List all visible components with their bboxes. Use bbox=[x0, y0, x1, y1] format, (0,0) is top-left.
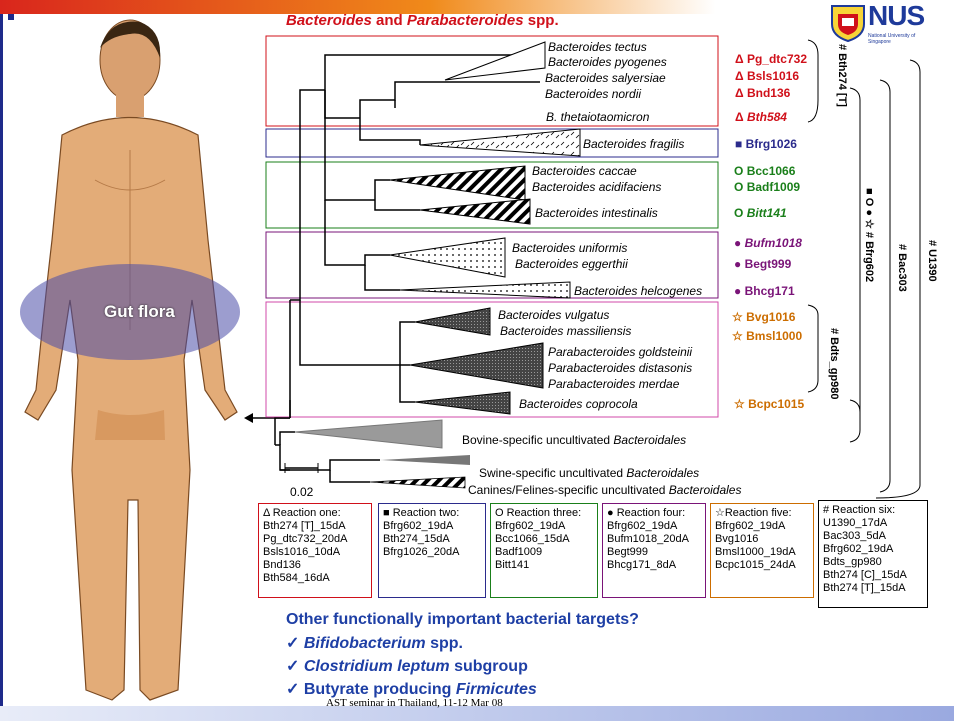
reaction-title: ● Reaction four: bbox=[607, 507, 701, 520]
reaction-box-one: Δ Reaction one: Bth274 [T]_15dA Pg_dtc73… bbox=[258, 503, 372, 598]
uncultivated-swine-label: Swine-specific uncultivated Bacteroidale… bbox=[479, 466, 699, 480]
probe-label: ● Bhcg171 bbox=[734, 284, 795, 298]
reaction-box-three: O Reaction three: Bfrg602_19dA Bcc1066_1… bbox=[490, 503, 598, 598]
species-label: Bacteroides acidifaciens bbox=[532, 180, 661, 194]
reaction-item: Bth274 [T]_15dA bbox=[263, 520, 367, 533]
probe-label: ● Bufm1018 bbox=[734, 236, 802, 250]
species-label: Bacteroides salyersiae bbox=[545, 71, 666, 85]
species-label: Parabacteroides goldsteinii bbox=[548, 345, 692, 359]
reaction-item: U1390_17dA bbox=[823, 517, 923, 530]
species-label: Bacteroides helcogenes bbox=[574, 284, 702, 298]
human-body-figure bbox=[25, 20, 237, 700]
uncultivated-canine-label: Canines/Felines-specific uncultivated Ba… bbox=[468, 483, 741, 497]
probe-label: ● Begt999 bbox=[734, 257, 791, 271]
species-label: Bacteroides coprocola bbox=[519, 397, 638, 411]
probe-label: ■ Bfrg1026 bbox=[735, 137, 797, 151]
reaction-item: Bth274 [T]_15dA bbox=[823, 582, 923, 595]
reaction-item: Bcpc1015_24dA bbox=[715, 559, 809, 572]
clade-triangle bbox=[445, 42, 545, 80]
clade-triangle-fragilis bbox=[420, 129, 580, 156]
reaction-title: ☆Reaction five: bbox=[715, 507, 809, 520]
uncultivated-bovine-label: Bovine-specific uncultivated Bacteroidal… bbox=[462, 433, 686, 447]
reaction-title: O Reaction three: bbox=[495, 507, 593, 520]
reaction-item: Bitt141 bbox=[495, 559, 593, 572]
species-label: B. thetaiotaomicron bbox=[546, 110, 649, 124]
reaction-item: Bhcg171_8dA bbox=[607, 559, 701, 572]
clade-triangle-parabacteroides bbox=[410, 343, 543, 388]
vertical-label-bac303: # Bac303 bbox=[896, 244, 908, 292]
species-label: Bacteroides uniformis bbox=[512, 241, 627, 255]
species-label: Bacteroides nordii bbox=[545, 87, 641, 101]
vertical-label-bth274: # Bth274 [T] bbox=[836, 44, 848, 107]
reaction-title: Δ Reaction one: bbox=[263, 507, 367, 520]
reaction-item: Bth584_16dA bbox=[263, 572, 367, 585]
species-label: Bacteroides fragilis bbox=[583, 137, 684, 151]
vertical-label-bdts: # Bdts_gp980 bbox=[828, 328, 840, 400]
reaction-item: Bfrg602_19dA bbox=[715, 520, 809, 533]
vertical-label-u1390: # U1390 bbox=[926, 240, 938, 282]
species-label: Bacteroides tectus bbox=[548, 40, 647, 54]
gut-flora-label: Gut flora bbox=[104, 302, 175, 322]
reaction-item: Pg_dtc732_20dA bbox=[263, 533, 367, 546]
probe-label: O Bcc1066 bbox=[734, 164, 795, 178]
species-label: Bacteroides eggerthii bbox=[515, 257, 628, 271]
clade-triangle-uniformis bbox=[390, 238, 505, 277]
probe-label: ☆ Bvg1016 bbox=[732, 310, 795, 324]
reaction-item: Bth274_15dA bbox=[383, 533, 481, 546]
reaction-item: Bdts_gp980 bbox=[823, 556, 923, 569]
reaction-box-six: # Reaction six: U1390_17dA Bac303_5dA Bf… bbox=[818, 500, 928, 608]
probe-label: Δ Pg_dtc732 bbox=[735, 52, 807, 66]
target-item-bifidobacterium: ✓ Bifidobacterium spp. bbox=[286, 633, 463, 653]
clade-triangle-canine bbox=[370, 477, 465, 488]
probe-label: Δ Bth584 bbox=[735, 110, 787, 124]
reaction-item: Bth274 [C]_15dA bbox=[823, 569, 923, 582]
clade-triangle-vulgatus bbox=[415, 308, 490, 335]
probe-label: O Badf1009 bbox=[734, 180, 800, 194]
reaction-item: Bvg1016 bbox=[715, 533, 809, 546]
reaction-item: Badf1009 bbox=[495, 546, 593, 559]
probe-label: Δ Bnd136 bbox=[735, 86, 790, 100]
reaction-box-four: ● Reaction four: Bfrg602_19dA Bufm1018_2… bbox=[602, 503, 706, 598]
reaction-item: Bfrg1026_20dA bbox=[383, 546, 481, 559]
clade-triangle-caccae bbox=[390, 166, 525, 200]
clade-triangle-intestinalis bbox=[420, 199, 530, 224]
probe-label: ☆ Bcpc1015 bbox=[734, 397, 804, 411]
reaction-item: Bcc1066_15dA bbox=[495, 533, 593, 546]
reaction-item: Bmsl1000_19dA bbox=[715, 546, 809, 559]
reaction-box-five: ☆Reaction five: Bfrg602_19dA Bvg1016 Bms… bbox=[710, 503, 814, 598]
reaction-item: Begt999 bbox=[607, 546, 701, 559]
scale-label: 0.02 bbox=[290, 485, 313, 499]
reaction-item: Bufm1018_20dA bbox=[607, 533, 701, 546]
reaction-item: Bfrg602_19dA bbox=[495, 520, 593, 533]
reaction-item: Bfrg602_19dA bbox=[823, 543, 923, 556]
clade-triangle-helcogenes bbox=[400, 282, 570, 298]
probe-label: ☆ Bmsl1000 bbox=[732, 329, 802, 343]
clade-triangle-bovine bbox=[295, 420, 442, 448]
clade-triangle-coprocola bbox=[415, 392, 510, 414]
reaction-item: Bsls1016_10dA bbox=[263, 546, 367, 559]
species-label: Bacteroides vulgatus bbox=[498, 308, 609, 322]
slide-footer: AST seminar in Thailand, 11-12 Mar 08 bbox=[326, 697, 503, 709]
arrow-head-icon bbox=[244, 413, 253, 423]
species-label: Bacteroides massiliensis bbox=[500, 324, 631, 338]
question-heading: Other functionally important bacterial t… bbox=[286, 611, 639, 629]
reaction-title: # Reaction six: bbox=[823, 504, 923, 517]
reaction-item: Bfrg602_19dA bbox=[607, 520, 701, 533]
target-item-firmicutes: ✓ Butyrate producing Firmicutes bbox=[286, 679, 537, 699]
reaction-box-two: ■ Reaction two: Bfrg602_19dA Bth274_15dA… bbox=[378, 503, 486, 598]
species-label: Bacteroides pyogenes bbox=[548, 55, 667, 69]
vertical-label-bfrg602: ■ O ● ☆ # Bfrg602 bbox=[863, 188, 876, 282]
species-label: Parabacteroides distasonis bbox=[548, 361, 692, 375]
clade-triangle-swine bbox=[380, 455, 470, 465]
probe-label: Δ Bsls1016 bbox=[735, 69, 799, 83]
probe-label: O Bitt141 bbox=[734, 206, 787, 220]
species-label: Parabacteroides merdae bbox=[548, 377, 679, 391]
species-label: Bacteroides intestinalis bbox=[535, 206, 658, 220]
reaction-item: Bac303_5dA bbox=[823, 530, 923, 543]
reaction-title: ■ Reaction two: bbox=[383, 507, 481, 520]
reaction-item: Bnd136 bbox=[263, 559, 367, 572]
target-item-clostridium: ✓ Clostridium leptum subgroup bbox=[286, 656, 528, 676]
reaction-item: Bfrg602_19dA bbox=[383, 520, 481, 533]
species-label: Bacteroides caccae bbox=[532, 164, 637, 178]
